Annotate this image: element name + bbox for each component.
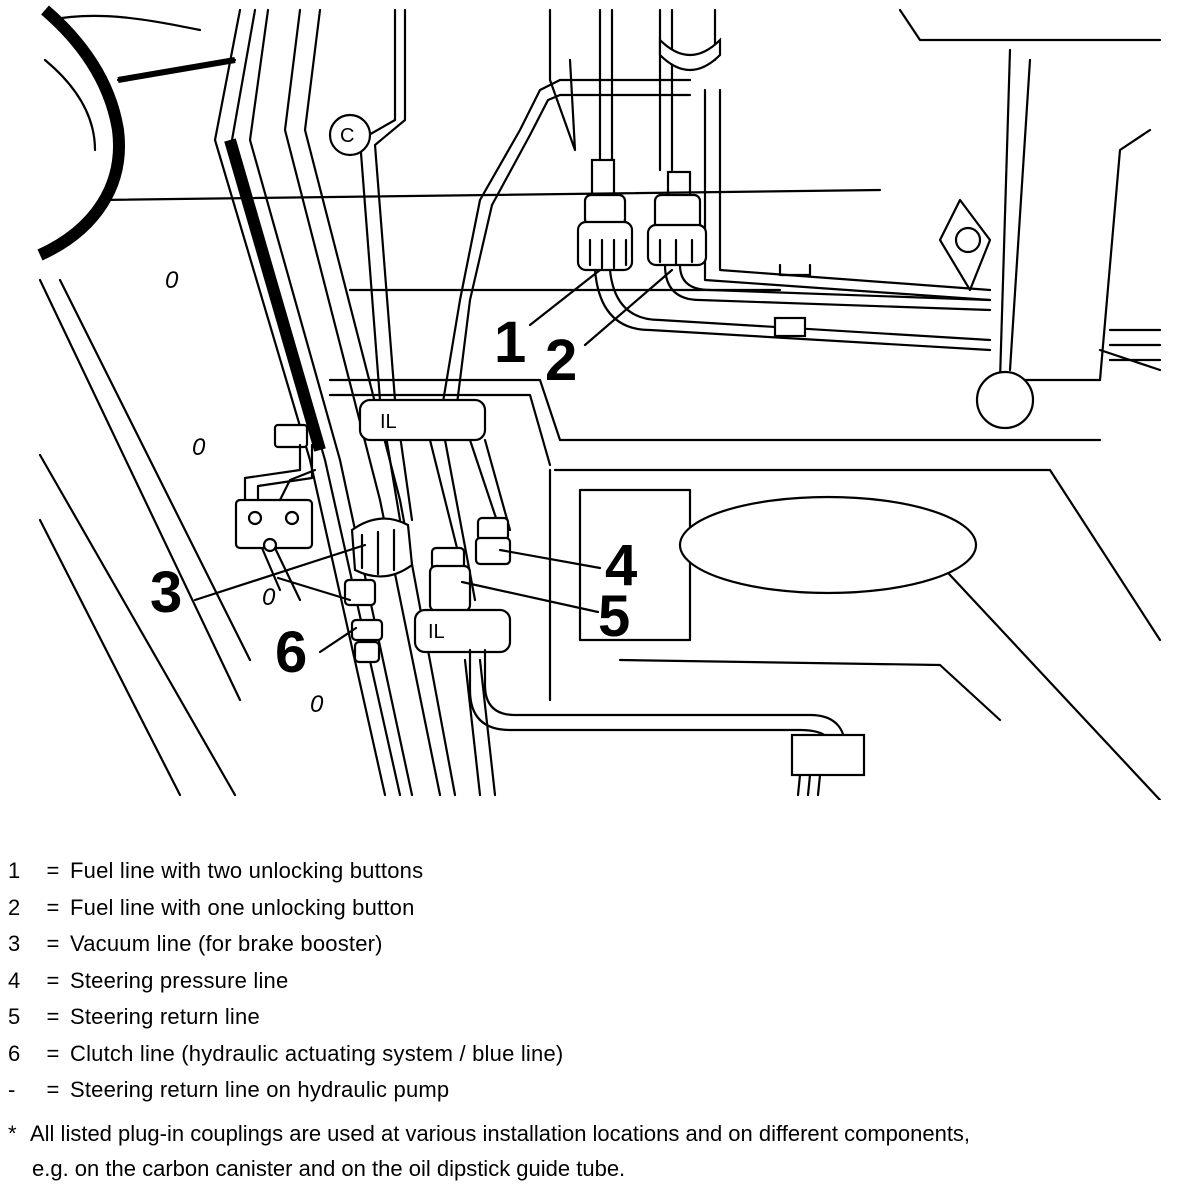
legend-item: 5 = Steering return line — [6, 1004, 1176, 1041]
engine-bay-line-diagram: C IL IL — [37, 5, 1162, 800]
clip-c: C — [328, 113, 372, 157]
lower-clip: IL — [413, 608, 512, 654]
legend-text: Steering return line on hydraulic pump — [70, 1077, 450, 1102]
legend-equals: = — [46, 931, 60, 956]
callout-1: 1 — [494, 310, 526, 375]
mark-0b: 0 — [192, 434, 206, 461]
tube-upper — [438, 78, 692, 422]
legend-item: 3 = Vacuum line (for brake booster) — [6, 931, 1176, 968]
leader-1 — [528, 268, 602, 327]
callout-6: 6 — [275, 620, 307, 685]
fuel-connector-2 — [646, 170, 708, 267]
note-line-1: All listed plug-in couplings are used at… — [30, 1120, 971, 1146]
mark-0d: 0 — [310, 691, 324, 718]
legend-note: * All listed plug-in couplings are used a… — [6, 1116, 1176, 1186]
clip-label-upper: IL — [380, 411, 397, 433]
fuel-lines-right — [593, 263, 992, 352]
mark-0c: 0 — [262, 584, 276, 611]
fuel-connector-1 — [576, 158, 634, 272]
legend-text: Steering pressure line — [70, 967, 289, 993]
leader-4 — [498, 548, 602, 570]
callout-5: 5 — [598, 584, 630, 649]
legend-number: 3 — [8, 931, 21, 956]
leader-2 — [583, 268, 674, 347]
clutch-connector-6 — [343, 578, 384, 664]
legend-number: 6 — [8, 1040, 21, 1066]
legend-equals: = — [46, 1004, 60, 1029]
legend-equals: = — [46, 1040, 60, 1066]
legend-text: Clutch line (hydraulic actuating system … — [70, 1040, 564, 1066]
callout-4: 4 — [605, 533, 637, 598]
oval-opening — [678, 495, 978, 595]
panel-edges — [98, 188, 1162, 800]
tube-bundle — [213, 8, 457, 797]
round-housing — [37, 5, 237, 261]
legend-number: 5 — [8, 1004, 21, 1029]
callout-3: 3 — [150, 560, 182, 625]
steering-connector-4 — [474, 516, 512, 566]
legend-equals: = — [46, 967, 60, 993]
vacuum-connector-3 — [350, 517, 414, 578]
left-panel — [38, 278, 252, 797]
legend-text: Fuel line with two unlocking buttons — [70, 858, 424, 883]
lower-return-pipe — [463, 648, 866, 797]
mark-0a: 0 — [165, 267, 179, 294]
legend-equals: = — [46, 894, 60, 920]
right-block — [778, 8, 1162, 430]
legend-item: - = Steering return line on hydraulic pu… — [6, 1077, 1176, 1114]
leader-5 — [460, 580, 600, 614]
legend-item: 6 = Clutch line (hydraulic actuating sys… — [6, 1041, 1176, 1078]
hydraulic-block — [234, 423, 352, 602]
note-asterisk: * — [8, 1120, 17, 1146]
legend: 1 = Fuel line with two unlocking buttons… — [6, 858, 1176, 1186]
legend-text: Steering return line — [70, 1004, 260, 1029]
leader-lines — [193, 268, 674, 654]
legend-equals: = — [46, 858, 60, 883]
legend-item: 2 = Fuel line with one unlocking button — [6, 895, 1176, 932]
legend-number: 2 — [8, 894, 21, 920]
top-pipes — [548, 8, 992, 302]
callout-2: 2 — [545, 328, 577, 393]
legend-number: - — [8, 1077, 16, 1102]
legend-text: Vacuum line (for brake booster) — [70, 931, 383, 956]
legend-number: 4 — [8, 967, 21, 993]
part-letter: C — [340, 125, 354, 147]
legend-item: 1 = Fuel line with two unlocking buttons — [6, 858, 1176, 895]
note-line-2: e.g. on the carbon canister and on the o… — [32, 1155, 626, 1181]
legend-equals: = — [46, 1077, 60, 1102]
leader-6 — [318, 626, 358, 654]
leader-3 — [193, 543, 367, 602]
clip-label-lower: IL — [428, 621, 445, 643]
legend-text: Fuel line with one unlocking button — [70, 894, 415, 920]
legend-number: 1 — [8, 858, 21, 883]
legend-item: 4 = Steering pressure line — [6, 968, 1176, 1005]
